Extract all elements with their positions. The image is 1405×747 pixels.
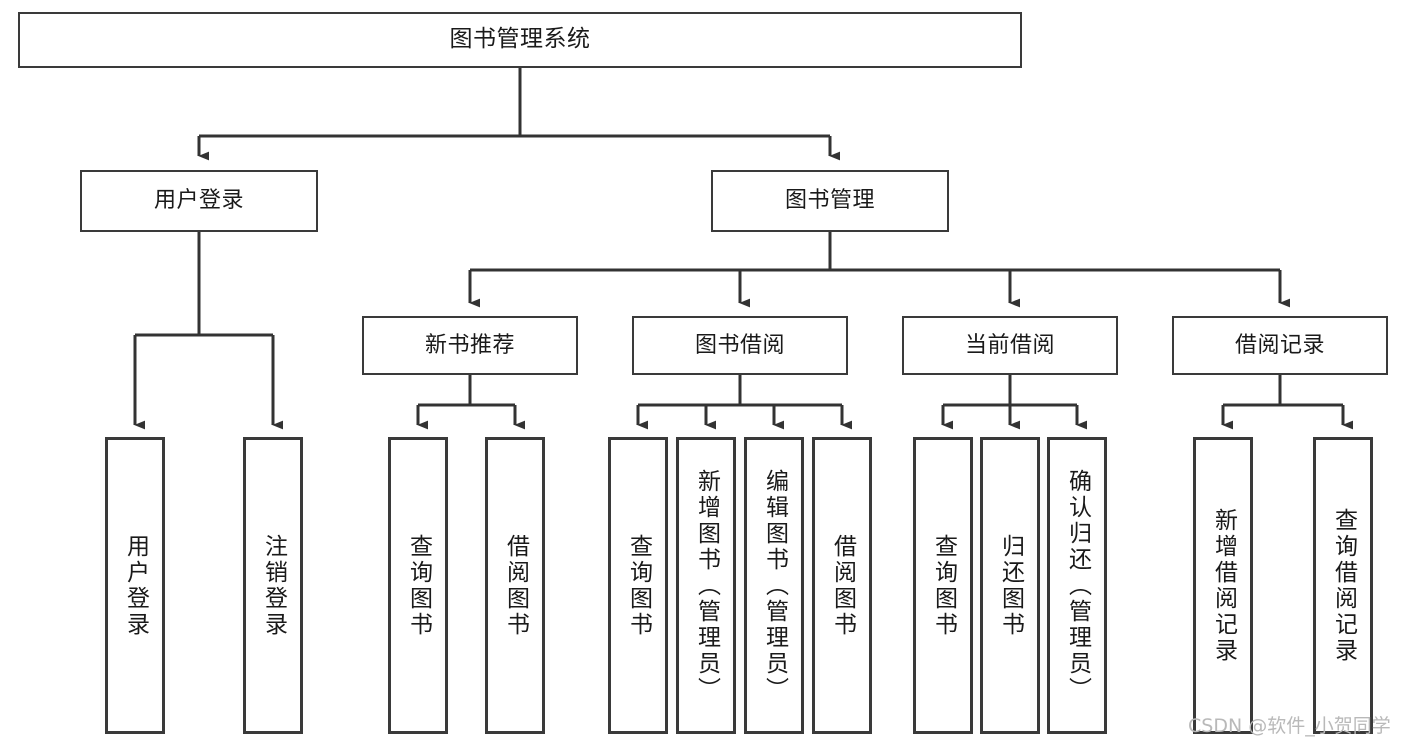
node-label: 新增图书（管理员） [693, 468, 720, 703]
node-label: 新增借阅记录 [1210, 507, 1237, 664]
node-leaf-return-book[interactable]: 归还图书 [980, 437, 1040, 734]
node-leaf-borrow-book[interactable]: 借阅图书 [812, 437, 872, 734]
node-label: 图书管理 [784, 188, 875, 214]
node-label: 查询借阅记录 [1330, 507, 1357, 664]
node-leaf-edit-book-admin[interactable]: 编辑图书（管理员） [744, 437, 804, 734]
node-label: 查询图书 [625, 533, 652, 638]
node-leaf-add-book-admin[interactable]: 新增图书（管理员） [676, 437, 736, 734]
node-leaf-query-book-rec[interactable]: 查询图书 [388, 437, 448, 734]
node-leaf-confirm-return-admin[interactable]: 确认归还（管理员） [1047, 437, 1107, 734]
node-current-borrow[interactable]: 当前借阅 [902, 316, 1118, 375]
node-borrow-record[interactable]: 借阅记录 [1172, 316, 1388, 375]
node-label: 查询图书 [405, 533, 432, 638]
csdn-watermark: CSDN @软件_小贺同学 [1188, 715, 1391, 737]
node-label: 借阅记录 [1234, 332, 1325, 358]
node-label: 图书借阅 [694, 332, 785, 358]
node-label: 确认归还（管理员） [1064, 468, 1091, 703]
node-label: 用户登录 [122, 533, 149, 638]
node-leaf-query-book-current[interactable]: 查询图书 [913, 437, 973, 734]
node-new-book-recommend[interactable]: 新书推荐 [362, 316, 578, 375]
node-label: 借阅图书 [829, 533, 856, 638]
node-label: 查询图书 [930, 533, 957, 638]
node-label: 注销登录 [260, 533, 287, 638]
node-leaf-query-borrow-record[interactable]: 查询借阅记录 [1313, 437, 1373, 734]
node-leaf-logout[interactable]: 注销登录 [243, 437, 303, 734]
node-label: 当前借阅 [964, 332, 1055, 358]
node-label: 新书推荐 [424, 332, 515, 358]
node-leaf-query-book-borrow[interactable]: 查询图书 [608, 437, 668, 734]
node-label: 编辑图书（管理员） [761, 468, 788, 703]
node-leaf-user-login[interactable]: 用户登录 [105, 437, 165, 734]
node-user-login[interactable]: 用户登录 [80, 170, 318, 232]
node-book-borrow[interactable]: 图书借阅 [632, 316, 848, 375]
node-label: 归还图书 [997, 533, 1024, 638]
node-label: 图书管理系统 [449, 26, 591, 53]
node-label: 用户登录 [153, 188, 244, 214]
node-book-management[interactable]: 图书管理 [711, 170, 949, 232]
node-leaf-add-borrow-record[interactable]: 新增借阅记录 [1193, 437, 1253, 734]
node-leaf-borrow-book-rec[interactable]: 借阅图书 [485, 437, 545, 734]
node-label: 借阅图书 [502, 533, 529, 638]
node-root-system[interactable]: 图书管理系统 [18, 12, 1022, 68]
